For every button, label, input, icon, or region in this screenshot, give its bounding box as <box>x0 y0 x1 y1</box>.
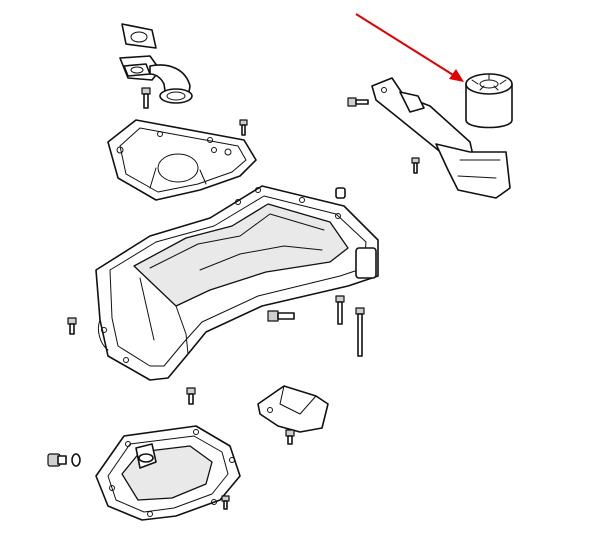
bolt <box>411 157 420 174</box>
oil-pick-up-tube <box>119 23 193 104</box>
bolt <box>355 307 365 357</box>
bolt <box>141 87 151 109</box>
lower-oil-pan <box>95 425 241 521</box>
bolt <box>67 317 77 335</box>
upper-oil-pan <box>95 185 379 381</box>
drain-plug <box>47 453 81 467</box>
oil-pump-strainer <box>135 443 157 469</box>
bolt <box>347 97 369 107</box>
dowel-sleeve <box>335 187 346 199</box>
bolt <box>239 119 248 136</box>
pick-up-tube-gasket <box>123 63 151 77</box>
oil-filter <box>465 73 513 129</box>
baffle-plate <box>257 385 329 433</box>
highlight-arrow <box>355 13 464 82</box>
bolt <box>186 387 196 405</box>
bolt <box>285 429 295 445</box>
filter-adapter-bracket <box>371 77 511 199</box>
bolt <box>335 295 345 325</box>
oil-pan-gasket <box>107 119 257 201</box>
bolt <box>221 495 230 510</box>
bolt <box>267 310 295 322</box>
